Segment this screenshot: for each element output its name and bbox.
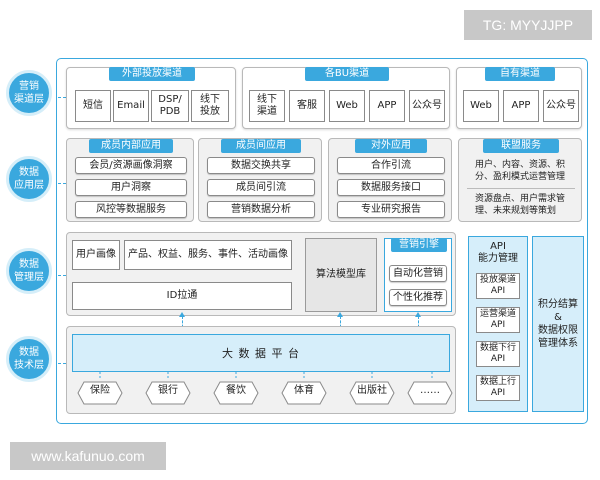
- channel-sms: 短信: [75, 90, 111, 122]
- between-app-panel: 成员间应用 数据交换共享 成员间引流 营销数据分析: [198, 138, 322, 222]
- source-catering: 餐饮: [226, 385, 246, 396]
- source-sports: 体育: [294, 385, 314, 396]
- channel-app: APP: [369, 90, 405, 122]
- connector: [182, 316, 183, 332]
- source-publisher-shape: [349, 381, 395, 405]
- personalized-recommendation: 个性化推荐: [389, 289, 447, 306]
- data-source-row: [77, 372, 453, 405]
- channel-wechat: 公众号: [409, 90, 445, 122]
- own-channel-title: 自有渠道: [485, 67, 555, 81]
- marketing-engine-title: 营销引擎: [391, 238, 447, 252]
- source-bank-shape: [145, 381, 191, 405]
- internal-app-title: 成员内部应用: [89, 139, 173, 153]
- internal-app-panel: 成员内部应用 会员/资源画像洞察 用户洞察 风控等数据服务: [66, 138, 194, 222]
- source-sports-shape: [281, 381, 327, 405]
- marketing-engine: 营销引擎 自动化营销 个性化推荐: [384, 238, 452, 312]
- own-channel-panel: 自有渠道 Web APP 公众号: [456, 67, 582, 129]
- connector: [340, 316, 341, 332]
- api-data-upstream: 数据上行 API: [476, 375, 520, 401]
- source-bank: 银行: [158, 385, 178, 396]
- source-more-shape: [407, 381, 453, 405]
- own-channel-wechat: 公众号: [543, 90, 579, 122]
- watermark-site: www.kafunuo.com: [10, 442, 166, 470]
- channel-offline-ads: 线下 投放: [191, 90, 229, 122]
- external-channel-panel: 外部投放渠道 短信 Email DSP/ PDB 线下 投放: [66, 67, 236, 129]
- api-management-panel: API 能力管理 投放渠道 API 运营渠道 API 数据下行 API 数据上行…: [468, 236, 528, 412]
- app-user-insight: 用户洞察: [75, 179, 187, 196]
- layer-label-channel: 营销 渠道层: [6, 70, 52, 116]
- auto-marketing: 自动化营销: [389, 265, 447, 282]
- app-member-traffic: 成员间引流: [207, 179, 315, 196]
- arrow-up-icon: [337, 312, 343, 317]
- api-operation-channel: 运营渠道 API: [476, 307, 520, 333]
- connector: [418, 316, 419, 332]
- alliance-divider: [467, 188, 575, 189]
- api-data-downstream: 数据下行 API: [476, 341, 520, 367]
- arrow-up-icon: [415, 312, 421, 317]
- algorithm-library: 算法模型库: [305, 238, 377, 312]
- app-marketing-analysis: 营销数据分析: [207, 201, 315, 218]
- connector: [58, 275, 66, 276]
- app-data-exchange: 数据交换共享: [207, 157, 315, 174]
- source-catering-shape: [213, 381, 259, 405]
- between-app-title: 成员间应用: [221, 139, 301, 153]
- app-data-service-api: 数据服务接口: [337, 179, 445, 196]
- source-more: ……: [420, 385, 440, 396]
- source-insurance-shape: [77, 381, 123, 405]
- alliance-title: 联盟服务: [483, 139, 559, 153]
- points-permission-system: 积分结算 & 数据权限 管理体系: [532, 236, 584, 412]
- layer-label-application: 数据 应用层: [6, 156, 52, 202]
- user-profile: 用户画像: [72, 240, 120, 270]
- own-channel-app: APP: [503, 90, 539, 122]
- connector: [58, 183, 66, 184]
- app-member-insight: 会员/资源画像洞察: [75, 157, 187, 174]
- alliance-panel: 联盟服务 用户、内容、资源、积分、盈利模式运营管理 资源盘点、用户需求管理、未来…: [458, 138, 582, 222]
- api-ad-channel: 投放渠道 API: [476, 273, 520, 299]
- app-cooperation-traffic: 合作引流: [337, 157, 445, 174]
- external-channel-title: 外部投放渠道: [109, 67, 195, 81]
- source-publisher: 出版社: [357, 385, 387, 396]
- alliance-text-planning: 资源盘点、用户需求管理、未来规划等策划: [475, 194, 566, 216]
- channel-web: Web: [329, 90, 365, 122]
- app-risk-control: 风控等数据服务: [75, 201, 187, 218]
- id-mapping: ID拉通: [72, 282, 292, 310]
- bu-channel-panel: 各BU渠道 线下 渠道 客服 Web APP 公众号: [242, 67, 450, 129]
- external-app-panel: 对外应用 合作引流 数据服务接口 专业研究报告: [328, 138, 452, 222]
- connector: [58, 97, 66, 98]
- channel-customer-service: 客服: [289, 90, 325, 122]
- app-research-report: 专业研究报告: [337, 201, 445, 218]
- channel-email: Email: [113, 90, 149, 122]
- external-app-title: 对外应用: [355, 139, 427, 153]
- arrow-up-icon: [179, 312, 185, 317]
- architecture-frame: [56, 58, 588, 424]
- channel-offline: 线下 渠道: [249, 90, 285, 122]
- connector: [58, 363, 66, 364]
- channel-dsp-pdb: DSP/ PDB: [151, 90, 189, 122]
- layer-label-management: 数据 管理层: [6, 248, 52, 294]
- product-profile: 产品、权益、服务、事件、活动画像: [124, 240, 292, 270]
- api-management-title: API 能力管理: [478, 241, 518, 264]
- watermark-top: TG: MYYJJPP: [464, 10, 592, 40]
- own-channel-web: Web: [463, 90, 499, 122]
- big-data-platform: 大 数 据 平 台: [72, 334, 450, 372]
- bu-channel-title: 各BU渠道: [305, 67, 389, 81]
- layer-label-technology: 数据 技术层: [6, 336, 52, 382]
- source-insurance: 保险: [90, 385, 110, 396]
- alliance-text-operations: 用户、内容、资源、积分、盈利模式运营管理: [475, 160, 566, 182]
